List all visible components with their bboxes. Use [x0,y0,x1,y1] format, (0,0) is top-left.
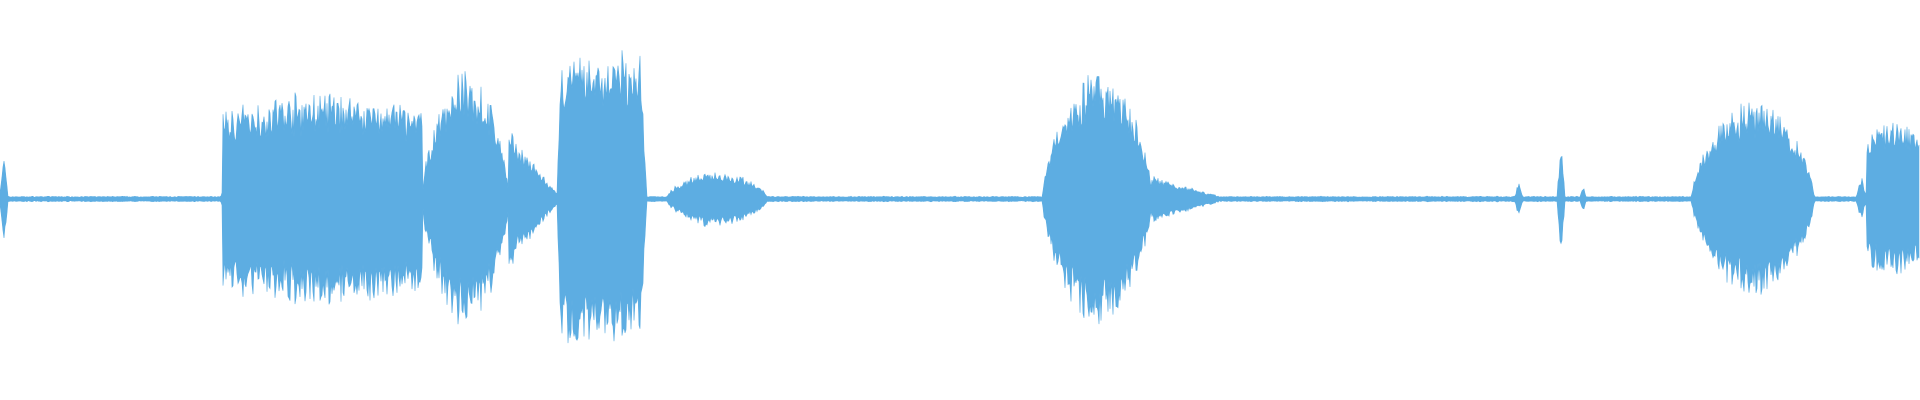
waveform-path [0,50,1920,344]
waveform-bars [0,50,1920,344]
